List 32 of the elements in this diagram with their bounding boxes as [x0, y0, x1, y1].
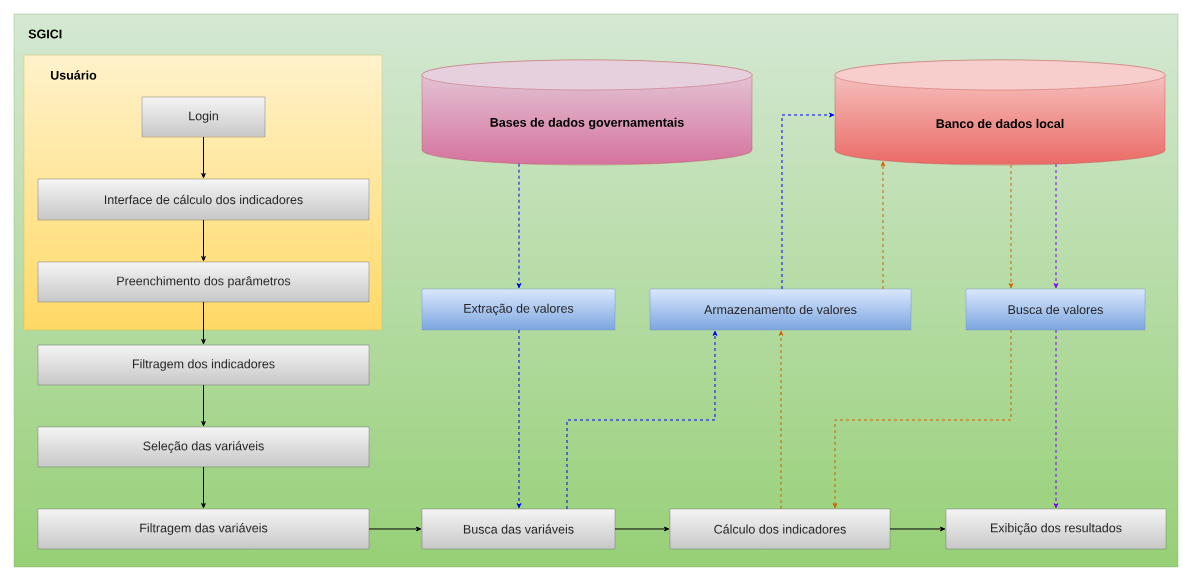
process-box: Filtragem dos indicadores [37, 344, 370, 386]
process-box: Preenchimento dos parâmetros [37, 261, 370, 303]
arrow [516, 329, 522, 509]
process-box: Extração de valores [421, 288, 616, 331]
arrow [516, 163, 522, 289]
process-box: Exibição dos resultados [945, 508, 1167, 550]
arrow [781, 112, 835, 290]
process-box: Armazenamento de valores [649, 288, 912, 331]
arrow [778, 330, 784, 510]
arrow [614, 526, 670, 532]
arrow [201, 301, 206, 345]
arrow [1053, 329, 1059, 509]
process-box: Busca de valores [965, 288, 1146, 331]
process-box: Filtragem das variáveis [37, 508, 370, 550]
arrow [889, 526, 946, 532]
process-box: Interface de cálculo dos indicadores [37, 178, 370, 221]
arrow [832, 329, 1012, 509]
process-box: Login [141, 96, 266, 138]
arrow [1008, 164, 1014, 289]
arrow [201, 219, 206, 262]
arrow [201, 466, 206, 509]
arrow [201, 384, 206, 427]
process-box: Busca das variáveis [421, 508, 616, 550]
arrow [201, 136, 206, 179]
arrow [368, 526, 422, 532]
process-box: Seleção das variáveis [37, 426, 370, 468]
database-cylinder: Banco de dados local [834, 59, 1166, 166]
database-cylinder: Bases de dados governamentais [421, 59, 753, 166]
arrow [880, 161, 886, 290]
arrow [1053, 163, 1059, 289]
arrow [566, 330, 718, 510]
process-box: Cálculo dos indicadores [669, 508, 891, 550]
